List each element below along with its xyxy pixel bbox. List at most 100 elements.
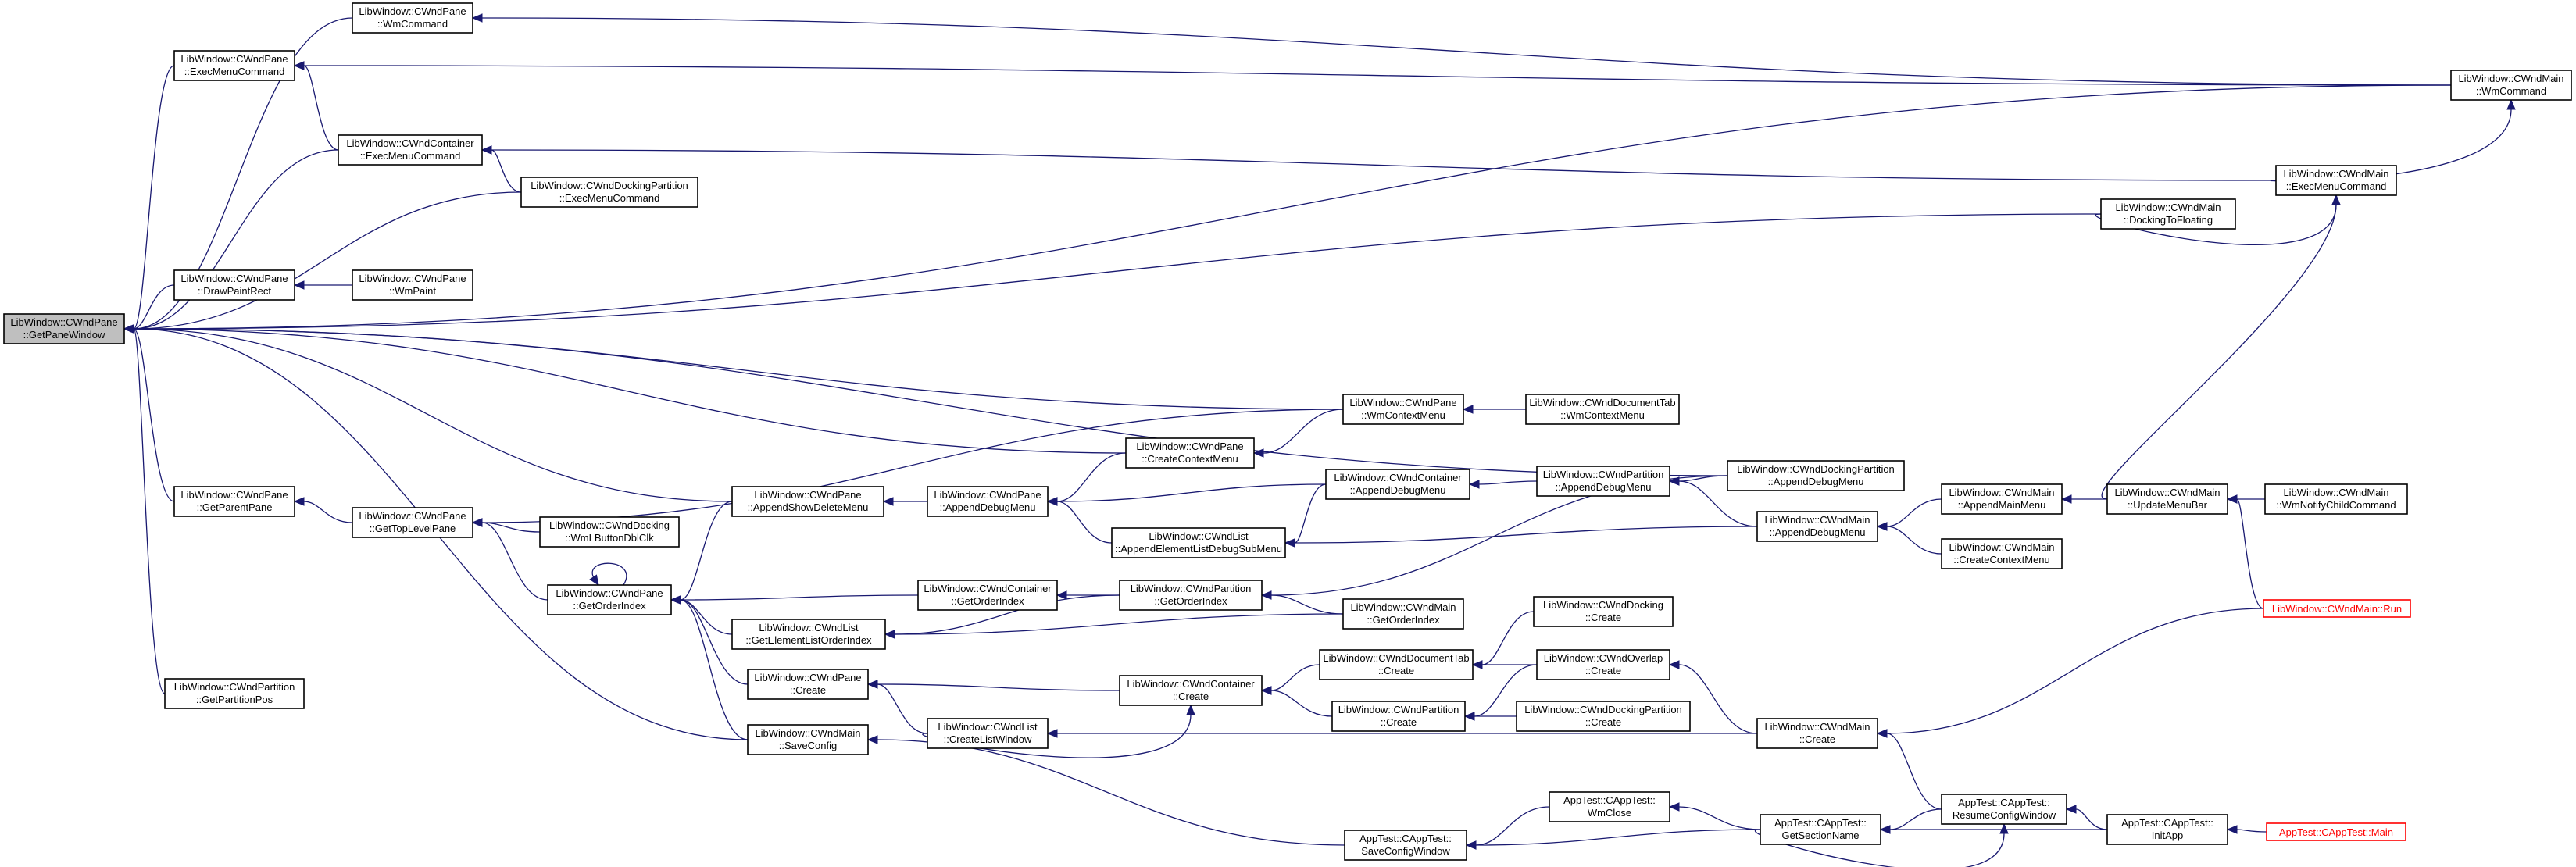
node-box bbox=[520, 177, 698, 208]
node-app-wm-close[interactable]: AppTest::CAppTest::WmClose bbox=[1549, 791, 1670, 822]
node-wm-paint[interactable]: LibWindow::CWndPane::WmPaint bbox=[352, 269, 473, 301]
node-pane-get-order-index[interactable]: LibWindow::CWndPane::GetOrderIndex bbox=[547, 584, 672, 615]
arrowhead bbox=[123, 324, 134, 334]
node-get-element-list-order-index[interactable]: LibWindow::CWndList::GetElementListOrder… bbox=[731, 619, 886, 650]
node-cont-get-order-index[interactable]: LibWindow::CWndContainer::GetOrderIndex bbox=[917, 580, 1058, 611]
node-box bbox=[1756, 718, 1878, 749]
edge-line bbox=[680, 599, 749, 740]
edge-line bbox=[1474, 664, 1538, 717]
node-main-get-order-index[interactable]: LibWindow::CWndMain::GetOrderIndex bbox=[1342, 598, 1464, 630]
node-label: ::WmLButtonDblClk bbox=[565, 532, 654, 544]
edge-append-element-list-debug-sub-menu-to-pane-append-debug-menu bbox=[1046, 497, 1113, 544]
node-dock-part-exec-menu[interactable]: LibWindow::CWndDockingPartition::ExecMen… bbox=[520, 177, 698, 208]
node-main-create[interactable]: LibWindow::CWndMain::Create bbox=[1756, 718, 1878, 749]
node-box bbox=[927, 486, 1049, 517]
node-label: ::GetOrderIndex bbox=[573, 600, 646, 612]
node-main-wm-command[interactable]: LibWindow::CWndMain::WmCommand bbox=[2450, 70, 2572, 101]
node-label: LibWindow::CWndMain::Run bbox=[2272, 603, 2402, 615]
node-doc-tab-wm-context-menu[interactable]: LibWindow::CWndDocumentTab::WmContextMen… bbox=[1525, 394, 1680, 425]
node-label: AppTest::CAppTest::Main bbox=[2279, 826, 2393, 838]
node-wm-lbutton-dbl-clk[interactable]: LibWindow::CWndDocking::WmLButtonDblClk bbox=[539, 516, 680, 548]
edge-cont-append-debug-menu-to-pane-append-debug-menu bbox=[1046, 483, 1327, 506]
edge-get-parent-pane-to-get-pane-window bbox=[123, 324, 175, 502]
node-pane-create[interactable]: LibWindow::CWndPane::Create bbox=[747, 669, 869, 700]
node-pane-wm-command[interactable]: LibWindow::CWndPane::WmCommand bbox=[352, 2, 473, 34]
node-get-pane-window[interactable]: LibWindow::CWndPane::GetPaneWindow bbox=[3, 313, 125, 344]
arrowhead bbox=[293, 280, 305, 290]
node-dock-part-create[interactable]: LibWindow::CWndDockingPartition::Create bbox=[1516, 701, 1691, 732]
node-label: LibWindow::CWndPane bbox=[754, 489, 861, 501]
node-pane-append-debug-menu[interactable]: LibWindow::CWndPane::AppendDebugMenu bbox=[927, 486, 1049, 517]
node-main-exec-menu[interactable]: LibWindow::CWndMain::ExecMenuCommand bbox=[2275, 165, 2397, 196]
node-label: LibWindow::CWndPane bbox=[1349, 397, 1456, 409]
node-label: ::AppendDebugMenu bbox=[940, 501, 1036, 513]
node-main-append-debug-menu[interactable]: LibWindow::CWndMain::AppendDebugMenu bbox=[1756, 511, 1878, 542]
edge-line bbox=[1886, 733, 1942, 810]
node-resume-config-window[interactable]: AppTest::CAppTest::ResumeConfigWindow bbox=[1941, 794, 2067, 825]
edge-get-section-name-to-resume-config-window bbox=[1754, 822, 2009, 867]
edge-line bbox=[133, 328, 1344, 410]
node-get-section-name[interactable]: AppTest::CAppTest::GetSectionName bbox=[1760, 814, 1881, 845]
node-part-create[interactable]: LibWindow::CWndPartition::Create bbox=[1331, 701, 1466, 732]
node-box bbox=[2263, 599, 2411, 618]
node-init-app[interactable]: AppTest::CAppTest::InitApp bbox=[2106, 814, 2228, 845]
arrowhead bbox=[866, 735, 878, 744]
node-update-menu-bar[interactable]: LibWindow::CWndMain::UpdateMenuBar bbox=[2106, 483, 2228, 515]
edge-doc-tab-wm-context-menu-to-pane-wm-context-menu bbox=[1462, 405, 1526, 414]
node-box bbox=[547, 584, 672, 615]
node-label: ::ExecMenuCommand bbox=[360, 150, 461, 162]
node-box bbox=[173, 486, 295, 517]
node-cont-exec-menu[interactable]: LibWindow::CWndContainer::ExecMenuComman… bbox=[338, 134, 483, 166]
node-part-get-order-index[interactable]: LibWindow::CWndPartition::GetOrderIndex bbox=[1119, 580, 1263, 611]
node-label: ::Create bbox=[1173, 690, 1209, 702]
node-main-append-main-menu[interactable]: LibWindow::CWndMain::AppendMainMenu bbox=[1941, 483, 2063, 515]
node-label: ::WmPaint bbox=[389, 285, 436, 297]
edge-pane-append-debug-menu-to-append-show-delete-menu bbox=[882, 497, 927, 506]
edge-line bbox=[1263, 409, 1344, 454]
node-overlap-create[interactable]: LibWindow::CWndOverlap::Create bbox=[1536, 649, 1670, 680]
node-main-run[interactable]: LibWindow::CWndMain::Run bbox=[2263, 599, 2411, 618]
node-main-create-context-menu[interactable]: LibWindow::CWndMain::CreateContextMenu bbox=[1941, 538, 2063, 569]
node-part-append-debug-menu[interactable]: LibWindow::CWndPartition::AppendDebugMen… bbox=[1536, 466, 1670, 497]
node-create-list-window[interactable]: LibWindow::CWndList::CreateListWindow bbox=[927, 718, 1049, 749]
node-box bbox=[927, 718, 1049, 749]
node-draw-paint-rect[interactable]: LibWindow::CWndPane::DrawPaintRect bbox=[173, 269, 295, 301]
node-label: LibWindow::CWndDocumentTab bbox=[1529, 397, 1675, 409]
node-append-element-list-debug-sub-menu[interactable]: LibWindow::CWndList::AppendElementListDe… bbox=[1111, 527, 1286, 558]
node-label: AppTest::CAppTest:: bbox=[1359, 833, 1452, 844]
arrowhead bbox=[884, 630, 895, 639]
node-label: ::GetParentPane bbox=[197, 501, 273, 513]
arrowhead bbox=[1876, 522, 1888, 531]
node-get-top-level-pane[interactable]: LibWindow::CWndPane::GetTopLevelPane bbox=[352, 507, 473, 538]
node-label: ::Create bbox=[1585, 612, 1621, 623]
node-cont-append-debug-menu[interactable]: LibWindow::CWndContainer::AppendDebugMen… bbox=[1325, 469, 1470, 500]
node-append-show-delete-menu[interactable]: LibWindow::CWndPane::AppendShowDeleteMen… bbox=[731, 486, 884, 517]
node-docking-to-floating[interactable]: LibWindow::CWndMain::DockingToFloating bbox=[2100, 198, 2236, 230]
edge-update-menu-bar-to-main-exec-menu bbox=[2101, 194, 2341, 500]
node-get-parent-pane[interactable]: LibWindow::CWndPane::GetParentPane bbox=[173, 486, 295, 517]
edge-line bbox=[133, 17, 353, 330]
node-dock-part-append-debug-menu[interactable]: LibWindow::CWndDockingPartition::AppendD… bbox=[1727, 460, 1905, 491]
node-docking-create[interactable]: LibWindow::CWndDocking::Create bbox=[1533, 596, 1674, 627]
edge-main-append-debug-menu-to-part-append-debug-menu bbox=[1668, 476, 1758, 527]
node-main-save-config[interactable]: LibWindow::CWndMain::SaveConfig bbox=[747, 724, 869, 755]
arrowhead bbox=[2331, 194, 2341, 205]
node-label: ::AppendDebugMenu bbox=[1768, 476, 1864, 487]
edge-app-wm-close-to-save-config-window bbox=[1465, 806, 1550, 850]
node-cont-create[interactable]: LibWindow::CWndContainer::Create bbox=[1119, 675, 1263, 706]
node-save-config-window[interactable]: AppTest::CAppTest::SaveConfigWindow bbox=[1344, 830, 1467, 861]
node-get-partition-pos[interactable]: LibWindow::CWndPartition::GetPartitionPo… bbox=[164, 678, 305, 709]
node-wm-notify-child-command[interactable]: LibWindow::CWndMain::WmNotifyChildComman… bbox=[2264, 483, 2408, 515]
edge-line bbox=[133, 328, 733, 502]
arrowhead bbox=[1260, 590, 1272, 600]
node-pane-create-context-menu[interactable]: LibWindow::CWndPane::CreateContextMenu bbox=[1125, 437, 1255, 469]
node-pane-wm-context-menu[interactable]: LibWindow::CWndPane::WmContextMenu bbox=[1342, 394, 1464, 425]
node-pane-exec-menu[interactable]: LibWindow::CWndPane::ExecMenuCommand bbox=[173, 50, 295, 81]
edge-line bbox=[481, 17, 2452, 86]
edge-cont-get-order-index-to-pane-get-order-index bbox=[670, 594, 919, 605]
node-doc-tab-create[interactable]: LibWindow::CWndDocumentTab::Create bbox=[1319, 649, 1474, 680]
node-label: ::CreateListWindow bbox=[944, 733, 1032, 745]
node-box bbox=[1525, 394, 1680, 425]
node-app-main[interactable]: AppTest::CAppTest::Main bbox=[2266, 822, 2406, 841]
arrowhead bbox=[481, 145, 492, 155]
